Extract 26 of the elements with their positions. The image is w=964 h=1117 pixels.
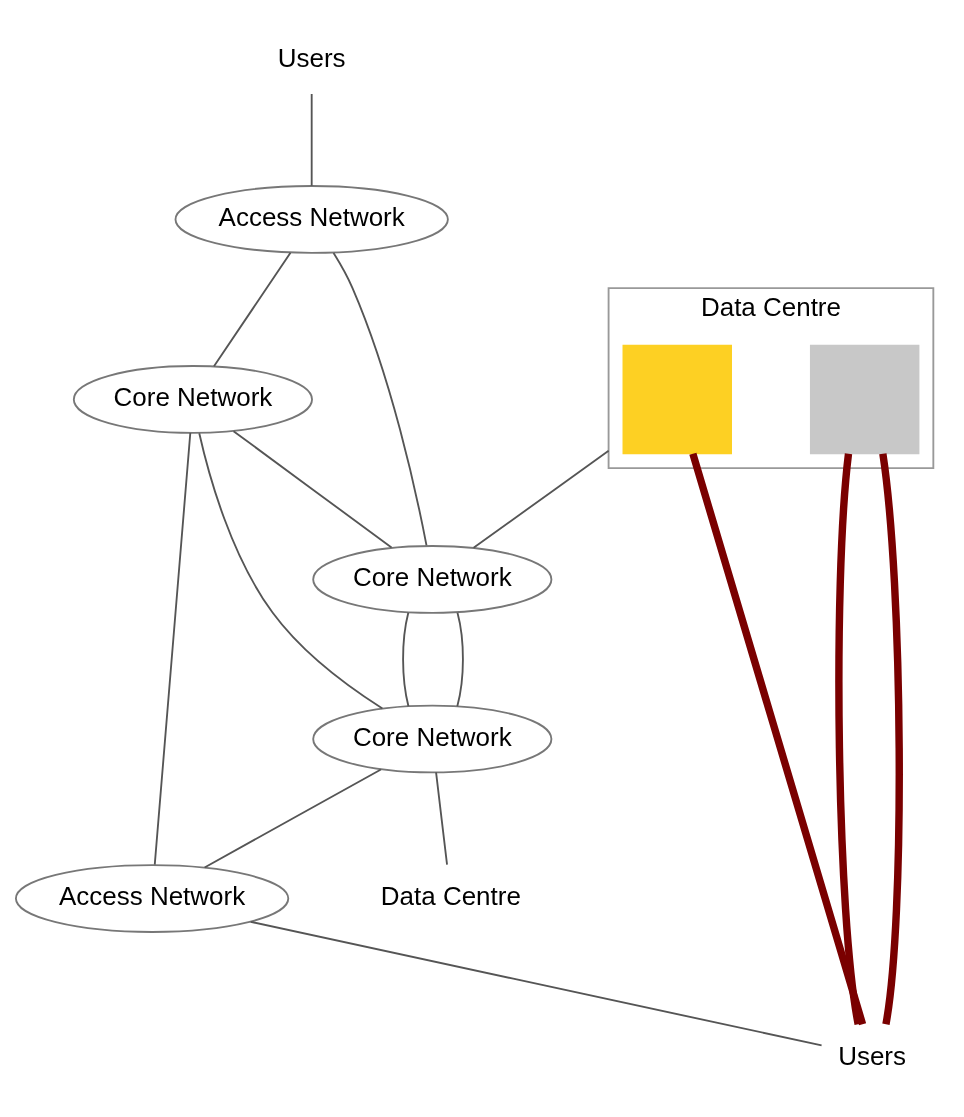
connector [249, 920, 823, 1046]
connector [213, 251, 292, 367]
node-box [622, 344, 732, 454]
connector [879, 452, 903, 1025]
node-ellipse: Core Network [312, 544, 553, 614]
connector [310, 92, 313, 187]
connector [472, 449, 610, 549]
connector [456, 611, 464, 707]
node-text: Data Centre [380, 880, 521, 911]
node-text: Users [277, 42, 346, 73]
node-text: Users [838, 1040, 907, 1071]
connector [198, 431, 384, 709]
node-ellipse: Core Network [312, 704, 553, 773]
connector [153, 431, 192, 866]
connector [232, 429, 393, 548]
connector [689, 452, 867, 1025]
node-ellipse: Core Network [72, 364, 313, 434]
connector [402, 611, 410, 707]
node-ellipse: Access Network [15, 863, 290, 933]
connector [435, 770, 448, 866]
node-ellipse: Access Network [174, 184, 449, 254]
connector [332, 251, 428, 546]
cluster: Data Centre [607, 286, 935, 469]
connector [835, 452, 862, 1025]
connector [203, 768, 382, 868]
node-box [809, 344, 920, 454]
